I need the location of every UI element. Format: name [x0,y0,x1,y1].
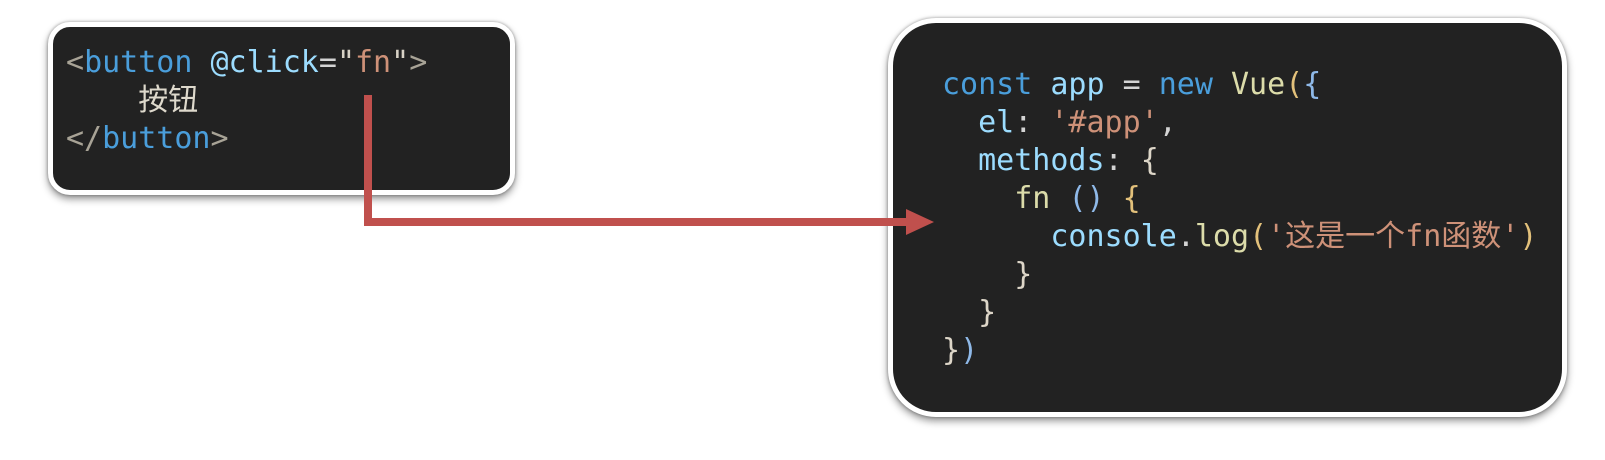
code-token: fn [355,45,392,80]
code-token: > [409,45,428,80]
code-token: () [1068,181,1105,216]
code-token: : [1104,143,1141,178]
code-token: methods [942,143,1105,178]
html-code-panel: <button @click="fn"> 按钮</button> [48,22,515,195]
code-line: const app = new Vue({ [942,66,1554,104]
code-token: ) [1519,219,1538,254]
code-token: button [102,121,211,156]
code-token: console [942,219,1177,254]
code-line: 按钮 [66,82,502,120]
code-token: { [1140,143,1159,178]
code-line: el: '#app', [942,104,1554,142]
code-token: " [336,45,355,80]
code-line: </button> [66,120,502,158]
code-token: . [1176,219,1195,254]
code-token: > [210,121,229,156]
code-token: ) [960,333,979,368]
code-token: </ [66,121,103,156]
code-token: = [1122,67,1159,102]
code-token: const [942,67,1051,102]
code-token: '#app' [1050,105,1159,140]
code-token: 按钮 [66,83,199,118]
code-token: log [1194,219,1250,254]
code-token: { [1122,181,1141,216]
code-token: button [84,45,211,80]
code-line: console.log('这是一个fn函数') [942,218,1554,256]
code-token: : [1014,105,1051,140]
code-token: " [391,45,410,80]
code-token: } [942,295,997,330]
code-line: }) [942,332,1554,370]
html-code: <button @click="fn"> 按钮</button> [66,44,502,158]
code-token: Vue [1231,67,1286,102]
code-token: fn [942,181,1069,216]
code-token: , [1158,105,1177,140]
code-line: fn () { [942,180,1554,218]
code-line: methods: { [942,142,1554,180]
code-token: el [942,105,1015,140]
code-token: app [1050,67,1123,102]
code-line: } [942,294,1554,332]
code-token [1105,181,1123,216]
code-token: '这是一个fn函数' [1267,219,1520,254]
code-token: @click [210,45,319,80]
code-token: ( [1285,67,1304,102]
code-token: = [318,45,337,80]
code-line: <button @click="fn"> [66,44,502,82]
code-token: { [1303,67,1322,102]
code-token: < [66,45,85,80]
js-code-panel: const app = new Vue({ el: '#app', method… [888,18,1567,417]
code-token: } [942,333,961,368]
code-line: } [942,256,1554,294]
js-code: const app = new Vue({ el: '#app', method… [942,66,1554,370]
code-token: } [942,257,1033,292]
code-token: new [1158,67,1231,102]
code-token: ( [1249,219,1268,254]
